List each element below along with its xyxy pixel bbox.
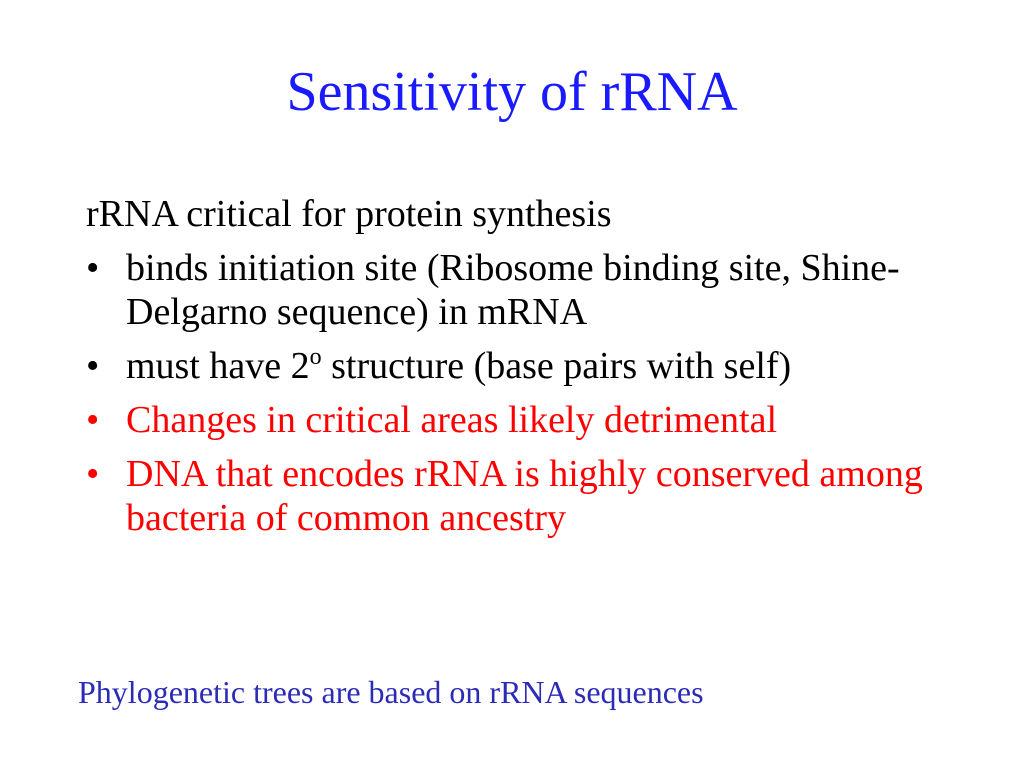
bullet-text-pre: must have 2 (126, 345, 310, 387)
superscript-degree: o (309, 344, 322, 370)
bullet-text: DNA that encodes rRNA is highly conserve… (126, 453, 923, 539)
bullet-text: Changes in critical areas likely detrime… (126, 399, 778, 441)
bullet-text-post: structure (base pairs with self) (321, 345, 792, 387)
footer-note: Phylogenetic trees are based on rRNA seq… (78, 674, 704, 710)
bullet-dot-icon: • (86, 345, 100, 387)
bullet-item-binding-site: • binds initiation site (Ribosome bindin… (86, 246, 966, 334)
bullet-item-critical-areas: • Changes in critical areas likely detri… (86, 398, 966, 442)
bullet-list: • binds initiation site (Ribosome bindin… (86, 246, 966, 540)
bullet-item-conserved-dna: • DNA that encodes rRNA is highly conser… (86, 452, 966, 540)
bullet-dot-icon: • (86, 399, 100, 441)
slide-title: Sensitivity of rRNA (286, 61, 738, 123)
lead-text: rRNA critical for protein synthesis (86, 193, 612, 235)
slide-body: rRNA critical for protein synthesis • bi… (86, 192, 966, 550)
bullet-dot-icon: • (86, 247, 100, 289)
bullet-text: binds initiation site (Ribosome binding … (126, 247, 900, 333)
bullet-dot-icon: • (86, 453, 100, 495)
bullet-item-secondary-structure: • must have 2o structure (base pairs wit… (86, 344, 966, 388)
